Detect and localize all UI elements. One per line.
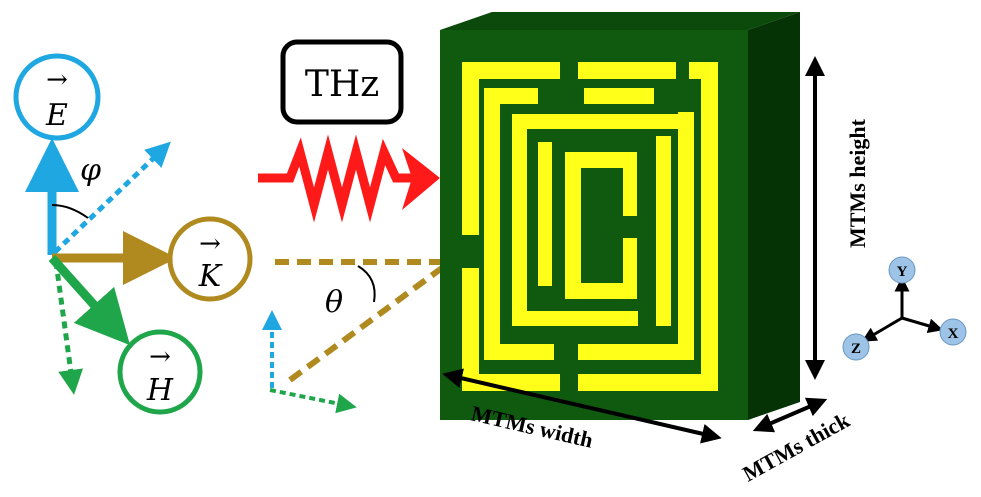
z-axis-line (861, 316, 903, 342)
thz-box (280, 39, 404, 125)
z-axis-label: Z (851, 341, 861, 357)
e-vector-label: E (45, 98, 68, 133)
h-rotated-dotted-arrow (53, 261, 84, 395)
thz-source: THz (258, 39, 440, 223)
substrate-top-face (440, 12, 800, 30)
phi-label: φ (80, 153, 101, 188)
oblique-dashed-line (288, 259, 452, 383)
z-axis-ball (842, 333, 870, 361)
k-vector-badge: → K (167, 216, 253, 302)
k-vector-arrow-glyph: → (199, 229, 221, 259)
h-vector-badge: → H (117, 329, 203, 415)
metamaterial-block (440, 12, 800, 420)
thick-label: MTMs thick (738, 407, 854, 486)
coordinate-axes: Y X Z (842, 256, 967, 361)
y-axis-label: Y (897, 264, 908, 280)
substrate-side-face (748, 12, 800, 420)
resonator-pattern (462, 62, 718, 391)
h-vector-arrow-glyph: → (149, 342, 171, 372)
width-dimension-arrow (442, 368, 722, 444)
h-vector-label: H (146, 373, 174, 408)
field-vectors (25, 138, 177, 395)
e-rotated-dotted-arrow (53, 141, 171, 254)
h-field-arrow (48, 254, 131, 346)
x-axis-label: X (948, 326, 959, 342)
e-vector-badge: → E (13, 53, 101, 141)
x-axis-line (901, 316, 944, 334)
theta-arc (357, 265, 376, 303)
y-axis-ball (888, 256, 916, 284)
thick-dimension-arrow (752, 397, 828, 433)
phi-arc (51, 204, 89, 219)
incidence-lines: θ (262, 259, 452, 414)
local-h-dotted-arrow (269, 388, 357, 414)
theta-label: θ (325, 285, 343, 320)
thz-wave (258, 134, 420, 223)
e-vector-arrow-glyph: → (46, 65, 68, 95)
x-axis-ball (939, 318, 967, 346)
thz-label: THz (305, 64, 379, 105)
thz-arrow-head (402, 148, 440, 210)
k-vector-label: K (198, 259, 223, 294)
height-label: MTMs height (845, 118, 870, 248)
